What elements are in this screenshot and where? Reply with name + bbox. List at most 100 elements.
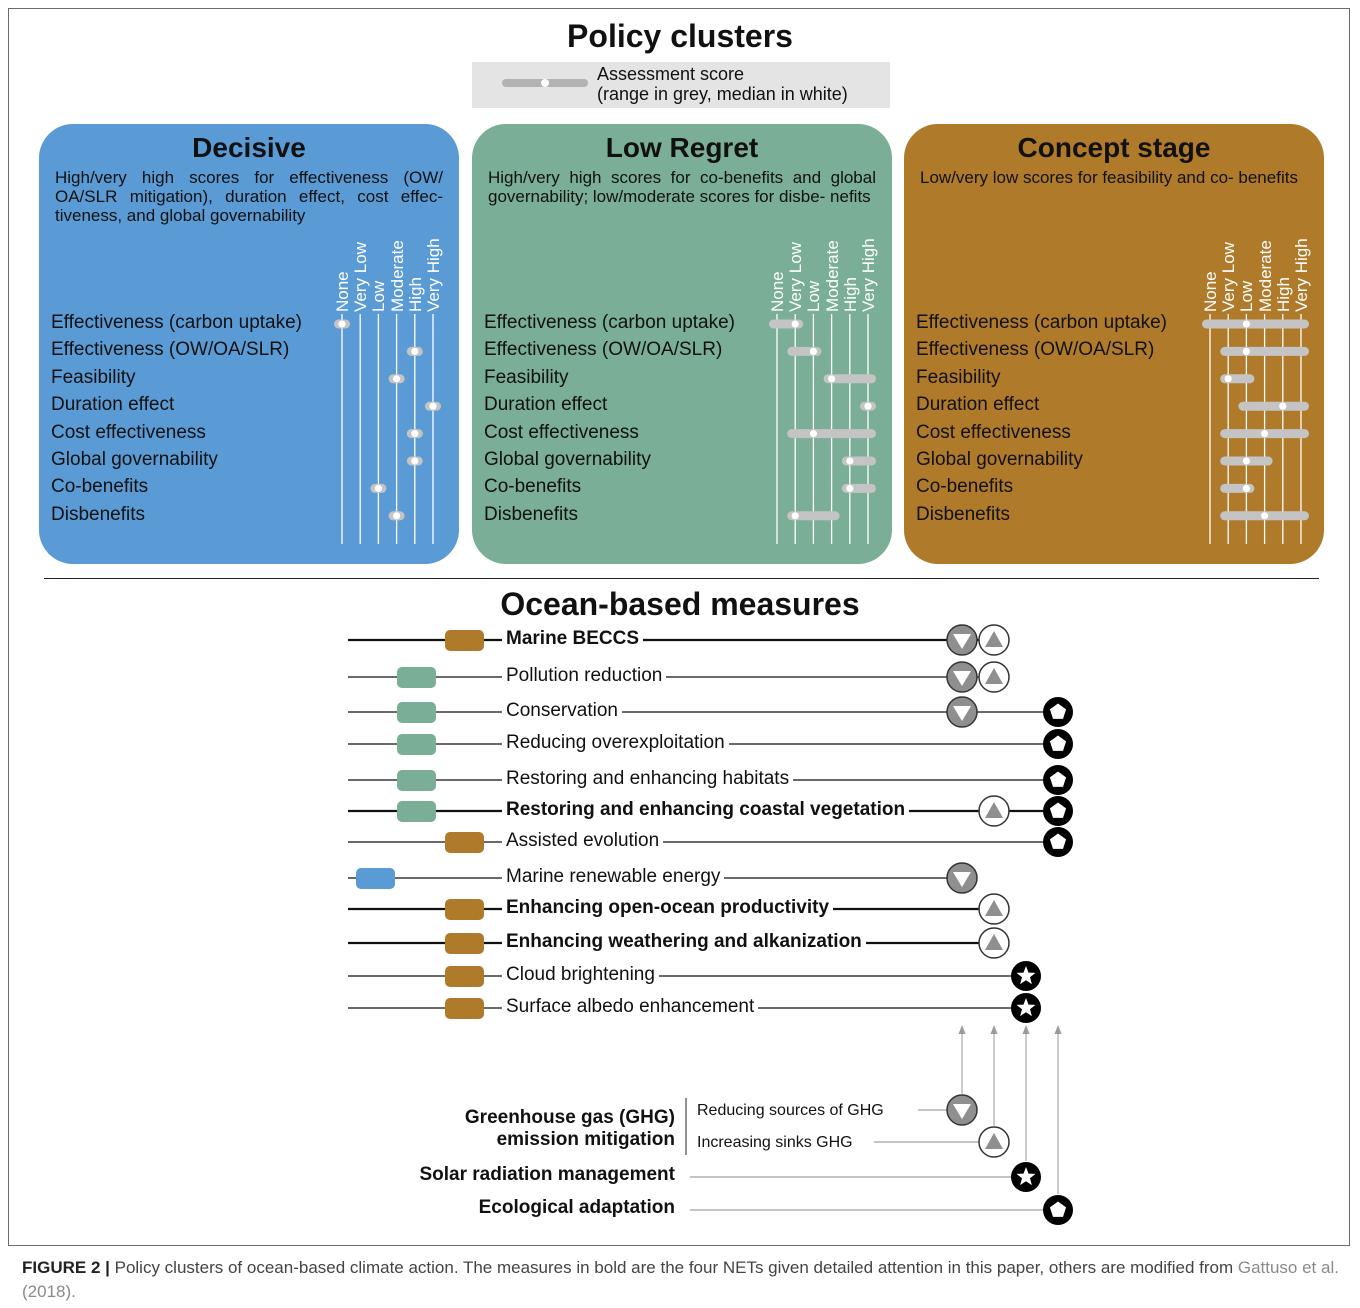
score-median-dot [846, 484, 854, 492]
score-range-bar [823, 374, 876, 384]
up-triangle-icon [985, 1133, 1003, 1149]
cluster-block [397, 734, 436, 755]
cluster-block [445, 630, 484, 651]
score-median-dot [864, 402, 872, 410]
measure-label: Reducing overexploitation [502, 732, 729, 754]
pentagon-icon [1049, 1201, 1067, 1217]
arrow-head-icon [1022, 1025, 1030, 1034]
cluster-title: Decisive [192, 132, 306, 163]
criterion-label: Global governability [916, 449, 1083, 470]
cluster-panel-low-regret: Low Regret High/very high scores for co-… [472, 124, 892, 564]
score-median-dot [393, 375, 401, 383]
category-srm-label: Solar radiation management [419, 1164, 675, 1185]
criterion-label: Duration effect [51, 394, 175, 416]
criterion-label: Co-benefits [51, 476, 149, 498]
cluster-block [356, 868, 395, 889]
measure-label: Enhancing weathering and alkanization [502, 931, 866, 953]
score-scale [334, 314, 441, 544]
criterion-label: Disbenefits [51, 503, 145, 525]
criterion-label: Duration effect [916, 394, 1040, 416]
cluster-block [445, 998, 484, 1019]
caption-label: FIGURE 2 | [22, 1258, 110, 1277]
score-median-dot [1242, 484, 1250, 492]
up-triangle-icon [985, 900, 1003, 916]
down-triangle-icon [953, 1104, 971, 1119]
score-median-dot [1242, 347, 1250, 355]
cluster-description: High/very high scores for co-benefits an… [488, 168, 876, 206]
criterion-label: Effectiveness (carbon uptake) [916, 312, 1168, 333]
figure-frame [8, 8, 1350, 1246]
caption-text: Policy clusters of ocean-based climate a… [109, 1258, 1238, 1277]
criterion-label: Cost effectiveness [916, 421, 1071, 443]
cluster-panel-concept-stage: Concept stage Low/very low scores for fe… [904, 124, 1324, 564]
arrow-head-icon [990, 1025, 998, 1034]
score-range-bar [1202, 319, 1309, 329]
cluster-block [397, 667, 436, 688]
criterion-label: Effectiveness (carbon uptake) [484, 312, 736, 333]
category-reduce-label: Reducing sources of GHG [697, 1102, 884, 1119]
legend-text: Assessment score (range in grey, median … [597, 64, 848, 104]
down-triangle-icon [953, 706, 971, 721]
criterion-label: Feasibility [916, 366, 1001, 388]
category-ghg-line-1: Greenhouse gas (GHG) [464, 1107, 675, 1128]
star-icon [1016, 1167, 1036, 1186]
pentagon-icon [1049, 703, 1067, 719]
criterion-label: Effectiveness (OW/OA/SLR) [916, 339, 1155, 361]
criterion-label: Disbenefits [484, 503, 578, 525]
score-median-dot [791, 320, 799, 328]
score-median-dot [791, 512, 799, 520]
score-median-dot [411, 347, 419, 355]
criterion-label: Effectiveness (OW/OA/SLR) [51, 339, 290, 361]
up-triangle-icon [985, 631, 1003, 647]
criterion-label: Global governability [484, 449, 651, 470]
policy-clusters-title: Policy clusters [567, 18, 793, 54]
criterion-label: Cost effectiveness [484, 421, 639, 443]
pentagon-icon [1049, 735, 1067, 751]
cluster-title: Concept stage [1017, 132, 1211, 163]
cluster-panel-decisive: Decisive High/very high scores for effec… [39, 124, 459, 564]
score-range-bar [787, 429, 876, 439]
criterion-label: Disbenefits [916, 503, 1010, 525]
category-ghg-line-2: emission mitigation [496, 1129, 675, 1150]
category-sink-label: Increasing sinks GHG [697, 1134, 853, 1151]
legend-line-2: (range in grey, median in white) [597, 84, 848, 104]
score-range-bar [787, 511, 840, 521]
cluster-description: High/very high scores for effectiveness … [55, 168, 443, 225]
cluster-block [397, 770, 436, 791]
criterion-label: Co-benefits [484, 476, 582, 498]
score-range-bar [1238, 401, 1309, 411]
score-median-dot [393, 512, 401, 520]
score-median-dot [1242, 320, 1250, 328]
pentagon-icon [1049, 833, 1067, 849]
criterion-label: Feasibility [51, 366, 136, 388]
score-median-dot [1279, 402, 1287, 410]
star-icon [1016, 998, 1036, 1017]
cluster-block [445, 899, 484, 920]
score-median-dot [1242, 457, 1250, 465]
criterion-label: Feasibility [484, 366, 569, 388]
cluster-block [445, 966, 484, 987]
score-median-dot [429, 402, 437, 410]
score-median-dot [1261, 430, 1269, 438]
arrow-head-icon [1054, 1025, 1062, 1034]
score-median-dot [846, 457, 854, 465]
measure-label: Restoring and enhancing habitats [502, 768, 794, 790]
category-ghg-label: Greenhouse gas (GHG) emission mitigation [465, 1107, 675, 1151]
cluster-block [445, 933, 484, 954]
section-divider [44, 578, 1319, 579]
down-triangle-icon [953, 634, 971, 649]
down-triangle-icon [953, 872, 971, 887]
score-range-bar [1220, 346, 1309, 356]
score-median-dot [374, 484, 382, 492]
pentagon-icon [1049, 771, 1067, 787]
cluster-block [397, 801, 436, 822]
measure-label: Conservation [502, 700, 622, 722]
caption-end: . [71, 1282, 76, 1301]
up-triangle-icon [985, 934, 1003, 950]
score-median-dot [828, 375, 836, 383]
measure-label: Restoring and enhancing coastal vegetati… [502, 799, 910, 821]
up-triangle-icon [985, 802, 1003, 818]
criterion-label: Co-benefits [916, 476, 1014, 498]
cluster-title: Low Regret [605, 132, 759, 163]
